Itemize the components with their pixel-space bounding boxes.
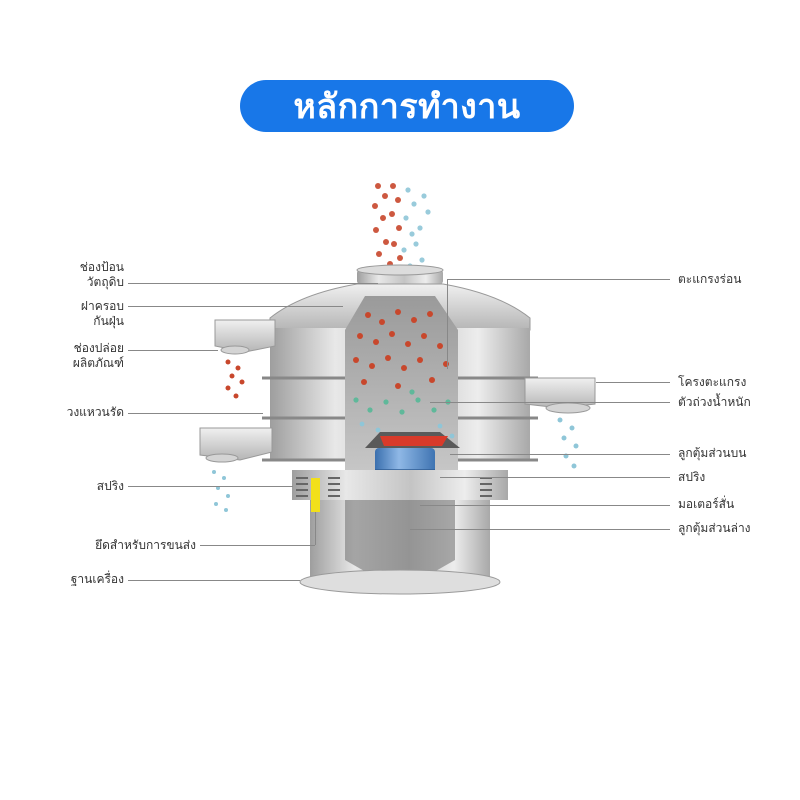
leader-feed-inlet bbox=[128, 283, 378, 284]
leader-product-outlet bbox=[128, 350, 218, 351]
leader-clamp-ring bbox=[128, 413, 263, 414]
leader-dust-cover bbox=[128, 306, 343, 307]
label-vibration-motor: มอเตอร์สั่น bbox=[678, 497, 735, 511]
label-upper-weight: ลูกตุ้มส่วนบน bbox=[678, 446, 747, 460]
leader-spring-left bbox=[128, 486, 293, 487]
leader-machine-base bbox=[128, 580, 300, 581]
leader-screen-mesh-vertical bbox=[447, 279, 448, 369]
leader-transport-lock bbox=[200, 545, 315, 546]
label-machine-base: ฐานเครื่อง bbox=[70, 572, 124, 586]
label-weight-ball: ตัวถ่วงน้ำหนัก bbox=[678, 395, 751, 409]
label-clamp-ring: วงแหวนรัด bbox=[66, 405, 124, 419]
label-screen-mesh: ตะแกรงร่อน bbox=[678, 272, 742, 286]
label-feed-inlet: ช่องป้อนวัตถุดิบ bbox=[79, 260, 124, 289]
label-screen-frame: โครงตะแกรง bbox=[678, 375, 747, 389]
leader-screen-frame bbox=[596, 382, 670, 383]
label-spring-right: สปริง bbox=[678, 470, 706, 484]
label-product-outlet: ช่องปล่อยผลิตภัณฑ์ bbox=[72, 341, 124, 370]
leader-weight-ball bbox=[430, 402, 670, 403]
label-dust-cover: ฝาครอบกันฝุ่น bbox=[80, 299, 124, 328]
leader-upper-weight bbox=[450, 454, 670, 455]
leader-transport-lock-vertical bbox=[315, 512, 316, 545]
label-lower-weight: ลูกตุ้มส่วนล่าง bbox=[678, 521, 751, 535]
leader-vibration-motor bbox=[420, 505, 670, 506]
leader-spring-right bbox=[440, 477, 670, 478]
leader-screen-mesh bbox=[447, 279, 670, 280]
label-transport-lock: ยึดสำหรับการขนส่ง bbox=[95, 538, 196, 552]
title-banner: หลักการทำงาน bbox=[240, 80, 574, 132]
page-title: หลักการทำงาน bbox=[293, 87, 521, 127]
label-spring-left: สปริง bbox=[96, 479, 124, 493]
leader-lower-weight bbox=[410, 529, 670, 530]
feed-particles bbox=[372, 183, 431, 277]
